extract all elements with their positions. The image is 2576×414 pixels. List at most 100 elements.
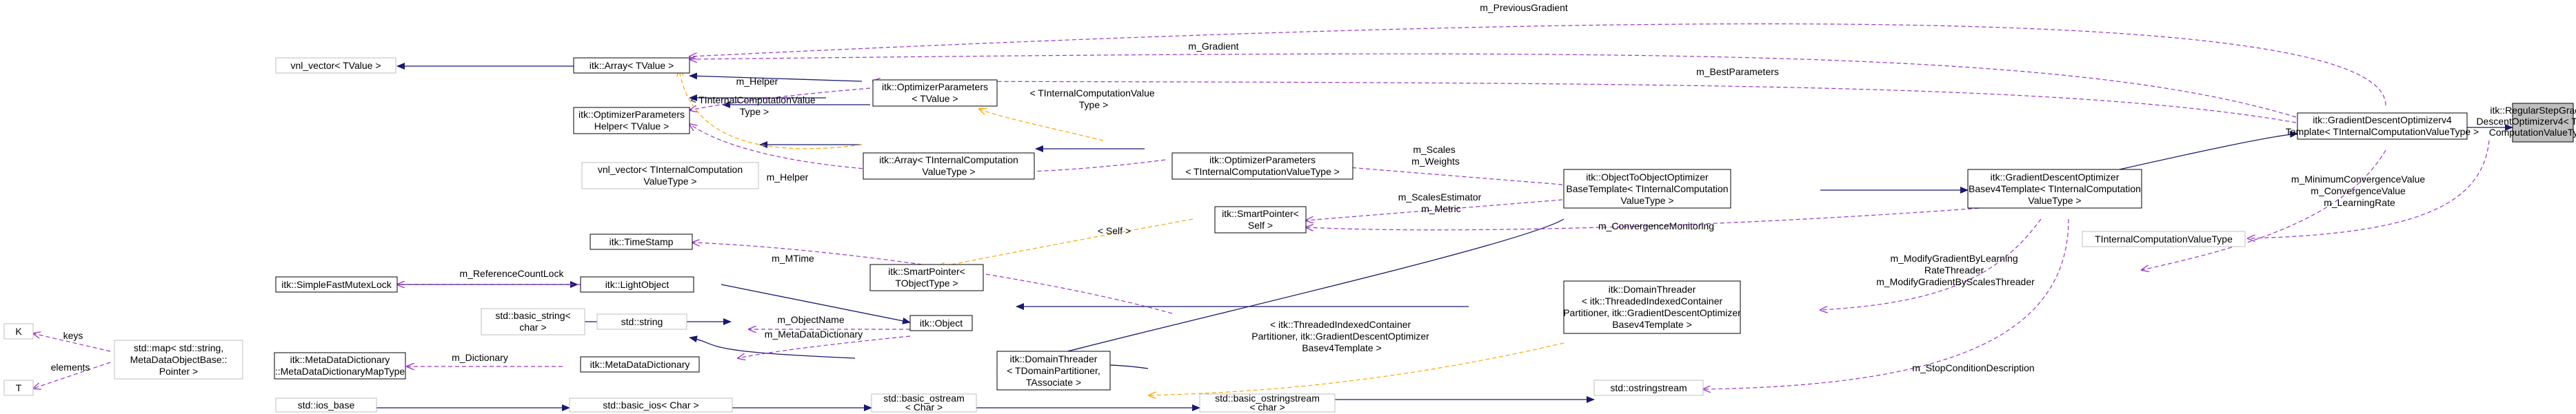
node-label: ComputationValueType >: [2489, 127, 2576, 138]
node-label: vnl_vector< TValue >: [290, 60, 381, 71]
node-tinternal-computation-value-type[interactable]: TInternalComputationValueType: [2082, 231, 2246, 247]
edge-label-gradient: m_Gradient: [1188, 41, 1238, 52]
node-label: std::map< std::string,: [134, 342, 223, 353]
node-vnl-vector-tvalue[interactable]: vnl_vector< TValue >: [275, 57, 396, 74]
node-smart-pointer-tobject[interactable]: itk::SmartPointer< TObjectType >: [869, 264, 984, 291]
node-optimizer-parameters-tvalue[interactable]: itk::OptimizerParameters < TValue >: [872, 79, 998, 107]
node-label: BaseTemplate< TInternalComputation: [1566, 183, 1728, 194]
node-label: TInternalComputationValueType: [2095, 234, 2233, 245]
edge-label-min-convergence: m_MinimumConvergenceValue m_ConvergenceV…: [2291, 174, 2428, 208]
node-template-k[interactable]: K: [3, 323, 34, 340]
node-std-basic-ostream[interactable]: std::basic_ostream < Char >: [871, 393, 977, 413]
node-label: Basev4Template >: [1612, 319, 1692, 330]
node-gradient-descent-optimizer-base[interactable]: itk::GradientDescentOptimizer Basev4Temp…: [1967, 169, 2142, 209]
edge-label-helper-top: m_Helper: [736, 76, 778, 87]
node-label: itk::GradientDescentOptimizerv4: [2313, 114, 2452, 125]
node-simple-fast-mutex-lock[interactable]: itk::SimpleFastMutexLock: [275, 276, 398, 293]
node-std-basic-string[interactable]: std::basic_string< char >: [481, 308, 585, 335]
node-label: ValueType >: [643, 176, 696, 187]
edge-label-keys: keys: [63, 330, 83, 341]
edge-label-threaded: < itk::ThreadedIndexedContainer Partitio…: [1251, 319, 1431, 353]
edge-label-min-convergence-line-2: m_ConvergenceValue: [2311, 185, 2406, 196]
node-label: < Char >: [905, 402, 943, 413]
edge-label-meta-data-dictionary: m_MetaDataDictionary: [765, 329, 863, 340]
node-label: Self >: [1248, 220, 1273, 231]
edge-use-modify-gradient: [1820, 218, 2042, 310]
node-optimizer-parameters-tic[interactable]: itk::OptimizerParameters < TInternalComp…: [1171, 152, 1354, 180]
node-label: < TInternalComputationValueType >: [1185, 166, 1340, 177]
edge-labels: m_PreviousGradient m_Gradient m_BestPara…: [51, 2, 2428, 373]
edge-label-tic-line-1: < TInternalComputationValue: [1029, 87, 1154, 99]
edge-label-min-convergence-line-3: m_LearningRate: [2324, 197, 2395, 208]
edge-use-scales-estimator: [1306, 199, 1563, 220]
node-label: < char >: [1249, 402, 1285, 413]
edge-label-self: < Self >: [1098, 225, 1131, 236]
node-std-basic-ios[interactable]: std::basic_ios< Char >: [569, 397, 733, 413]
edge-template-self: [938, 218, 1194, 267]
edge-label-reference-count-lock: m_ReferenceCountLock: [460, 268, 565, 279]
node-label: TObjectType >: [895, 278, 958, 289]
edge-label-stop-condition: m_StopConditionDescription: [1912, 362, 2034, 373]
edge-use-keys: [33, 333, 111, 352]
edge-label-object-name: m_ObjectName: [777, 314, 844, 325]
node-template-t[interactable]: T: [3, 380, 34, 396]
node-std-ios-base[interactable]: std::ios_base: [275, 397, 377, 413]
edge-use-stop-condition: [1703, 218, 2069, 389]
node-array-tvalue[interactable]: itk::Array< TValue >: [573, 57, 690, 74]
edge-template-tvalue: [679, 69, 863, 149]
node-regular-step-gradient-descent-optimizer[interactable]: itk::RegularStepGradient DescentOptimize…: [2476, 103, 2576, 143]
node-meta-data-dictionary-map-type[interactable]: itk::MetaDataDictionary ::MetaDataDictio…: [274, 352, 406, 380]
edge-label-tic-line-2: Type >: [1079, 99, 1108, 110]
node-std-string[interactable]: std::string: [596, 313, 687, 330]
edge-label-elements: elements: [51, 362, 90, 373]
node-label: itk::GradientDescentOptimizer: [1991, 172, 2120, 183]
node-vnl-vector-tic[interactable]: vnl_vector< TInternalComputation ValueTy…: [581, 162, 759, 189]
edge-label-modify-gradient-line-3: m_ModifyGradientByScalesThreader: [1876, 276, 2035, 287]
node-itk-time-stamp[interactable]: itk::TimeStamp: [590, 234, 693, 250]
node-label: ValueType >: [922, 166, 975, 177]
node-label: itk::SimpleFastMutexLock: [281, 279, 392, 290]
edge-label-threaded-line-2: Partitioner, itk::GradientDescentOptimiz…: [1251, 331, 1429, 342]
node-label: itk::ObjectToObjectOptimizer: [1586, 172, 1709, 183]
node-label: std::basic_string<: [495, 310, 570, 321]
node-label: itk::Array< TValue >: [590, 60, 674, 71]
node-label: itk::MetaDataDictionary: [590, 359, 690, 370]
edge-inherit-array-tvalue-to-opt-params-tvalue: [689, 72, 863, 82]
edge-inherit-object-to-o2o-base: [998, 218, 1564, 372]
node-array-tic[interactable]: itk::Array< TInternalComputation ValueTy…: [863, 152, 1035, 180]
edge-label-scales-line-2: m_Weights: [1411, 156, 1460, 167]
edge-use-min-convergence: [2142, 149, 2386, 270]
node-label: < TDomainPartitioner,: [1007, 365, 1100, 376]
node-label: itk::SmartPointer<: [1222, 208, 1299, 219]
node-label: itk::OptimizerParameters: [578, 109, 685, 120]
node-label: < itk::ThreadedIndexedContainer: [1582, 296, 1723, 307]
node-label: itk::Object: [920, 318, 963, 329]
edge-label-convergence-monitoring: m_ConvergenceMonitoring: [1598, 220, 1714, 231]
node-object-to-object-optimizer-base[interactable]: itk::ObjectToObjectOptimizer BaseTemplat…: [1563, 169, 1731, 209]
node-std-ostringstream[interactable]: std::ostringstream: [1593, 380, 1704, 396]
node-optimizer-parameters-helper[interactable]: itk::OptimizerParameters Helper< TValue …: [573, 107, 690, 134]
node-domain-threader-instance[interactable]: itk::DomainThreader < itk::ThreadedIndex…: [1563, 280, 1741, 334]
node-std-map[interactable]: std::map< std::string, MetaDataObjectBas…: [114, 340, 243, 380]
node-itk-light-object[interactable]: itk::LightObject: [580, 276, 694, 293]
node-domain-threader-template[interactable]: itk::DomainThreader < TDomainPartitioner…: [996, 351, 1111, 391]
edge-inherit-light-object-to-object: [689, 335, 856, 359]
nodes: itk::RegularStepGradient DescentOptimize…: [3, 57, 2576, 413]
node-std-basic-ostringstream[interactable]: std::basic_ostringstream < char >: [1199, 393, 1336, 413]
node-label: itk::Array< TInternalComputation: [879, 154, 1018, 165]
edge-label-modify-gradient: m_ModifyGradientByLearning RateThreader …: [1876, 253, 2035, 287]
edge-label-previous-gradient: m_PreviousGradient: [1480, 2, 1568, 13]
node-gradient-descent-optimizer-v4-template[interactable]: itk::GradientDescentOptimizerv4 Template…: [2286, 112, 2479, 140]
node-itk-object[interactable]: itk::Object: [909, 315, 973, 331]
node-label: std::basic_ostringstream: [1215, 393, 1320, 404]
edge-label-scales-line-1: m_Scales: [1413, 144, 1455, 155]
node-label: Pointer >: [159, 366, 198, 377]
node-smart-pointer-self[interactable]: itk::SmartPointer< Self >: [1214, 206, 1307, 234]
edge-label-scales-estimator: m_ScalesEstimator m_Metric: [1398, 192, 1484, 214]
edge-label-tvalue: < TInternalComputationValue Type >: [690, 94, 818, 117]
node-meta-data-dictionary[interactable]: itk::MetaDataDictionary: [580, 356, 700, 373]
edge-use-previous-gradient: [690, 23, 2386, 106]
node-label: Helper< TValue >: [594, 121, 669, 132]
edge-use-meta-data-dictionary: [738, 335, 911, 358]
edge-template-threaded: [1149, 342, 1564, 395]
